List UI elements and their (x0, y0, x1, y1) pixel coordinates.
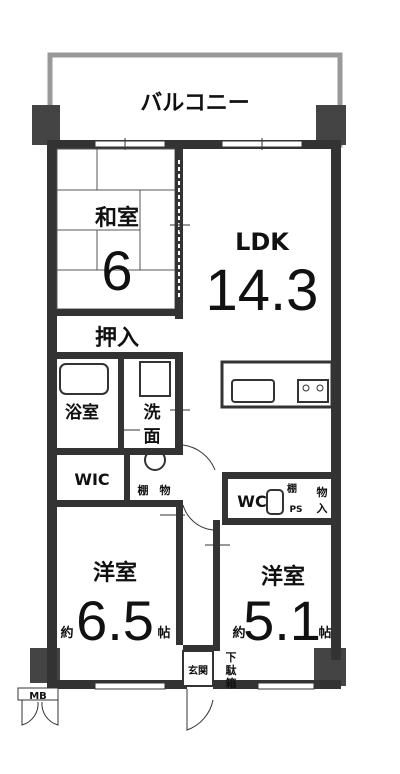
outer-wall-left (47, 140, 57, 685)
storage-right-label-2: 入 (317, 502, 328, 515)
ldk-size: 14.3 (206, 258, 319, 323)
shoe-box-label-3: 箱 (226, 676, 237, 690)
washitsu-label: 和室 (95, 205, 139, 231)
oshiire-label: 押入 (95, 325, 139, 351)
door-arc-washroom (182, 444, 216, 471)
shelf2-label: 棚 (287, 482, 297, 495)
wic-left-label: WIC (74, 470, 109, 489)
western-right-size: 5.1 (243, 589, 321, 652)
wall-wc-bottom (222, 518, 341, 525)
wall-oshiire-top (57, 309, 183, 316)
outer-wall-top (47, 140, 341, 149)
shelf-label: 棚 (138, 483, 149, 497)
outer-wall-right (331, 140, 341, 660)
ldk-label: LDK (235, 228, 290, 256)
washitsu-size: 6 (101, 239, 132, 302)
wall-bath-right (118, 352, 124, 452)
mb-label: MB (29, 691, 47, 702)
storage-right-label-1: 物 (317, 485, 328, 499)
genkan-label: 玄関 (188, 664, 208, 677)
washroom-label-2: 面 (144, 427, 161, 447)
kitchen-sink-icon (231, 379, 275, 403)
ps-label: PS (289, 505, 302, 515)
western-right-approx: 約 (232, 625, 245, 641)
stove-icon (297, 379, 329, 403)
balcony-area (47, 52, 343, 148)
western-left-approx: 約 (60, 625, 73, 641)
sliding-door-markers (120, 220, 230, 546)
genkan-area (182, 650, 214, 687)
wall-wic-right (124, 455, 130, 505)
wall-corridor-right (213, 520, 220, 645)
window-bottom-right (257, 682, 315, 690)
western-left-label: 洋室 (93, 560, 137, 586)
window-bottom-left (94, 682, 166, 690)
mb-box (17, 687, 59, 701)
door-arc-western-left (182, 504, 214, 531)
wall-core-ldk (175, 352, 183, 452)
entrance-door-arc (186, 689, 214, 731)
column-top-right (316, 105, 346, 145)
wall-wic-bottom (57, 500, 183, 507)
wall-corridor-left (176, 505, 183, 645)
shoe-box-label-2: 駄 (226, 663, 238, 677)
bathtub-icon (59, 363, 109, 395)
column-top-left (32, 105, 60, 145)
wall-bath-bottom (57, 448, 183, 455)
shoe-box-label-1: 下 (226, 651, 237, 664)
wash-basin-icon (139, 361, 171, 397)
wall-wc-left (222, 472, 228, 522)
toilet-icon (266, 489, 284, 515)
washroom-label-1: 洗 (144, 402, 161, 423)
wall-genkan-top (183, 645, 220, 651)
wc-label: WC (237, 492, 266, 511)
window-top-left (94, 140, 166, 148)
western-right-unit: 帖 (318, 625, 331, 641)
bath-label: 浴室 (65, 402, 99, 423)
balcony-label: バルコニー (140, 91, 250, 116)
western-right-label: 洋室 (261, 564, 305, 590)
western-left-unit: 帖 (157, 625, 170, 641)
western-left-size: 6.5 (76, 589, 154, 652)
wall-wc-top (222, 472, 341, 479)
storage-small-label: 物 (160, 483, 171, 497)
mb-door-arcs (21, 700, 59, 726)
